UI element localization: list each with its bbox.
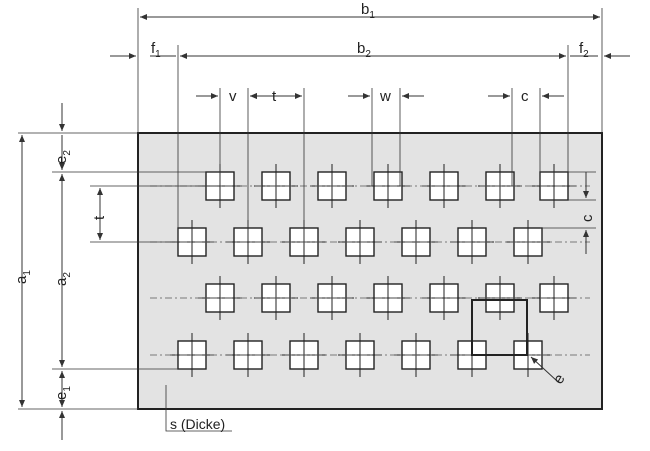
dimension-labels: b1 b2 f1 f2 v t w c e2 a1 a2 t e1 c e s … [13,1,596,432]
label-a1: a1 [13,270,33,284]
label-c-right: c [579,214,596,222]
pitch-square [471,299,528,356]
extension-lines [18,8,603,410]
label-b2: b2 [357,40,371,60]
label-c-top: c [521,88,529,105]
label-t-top: t [272,88,277,105]
label-w: w [379,88,391,105]
dimension-lines [19,14,630,440]
label-f2: f2 [579,40,589,60]
label-e2: e2 [53,150,73,164]
label-f1: f1 [151,40,161,60]
label-e1: e1 [53,386,73,400]
square-hole [422,276,466,320]
label-a2: a2 [53,272,73,286]
label-s-dicke: s (Dicke) [170,416,225,432]
label-t-left: t [91,215,108,220]
label-b1: b1 [361,1,375,21]
label-v: v [229,88,237,105]
